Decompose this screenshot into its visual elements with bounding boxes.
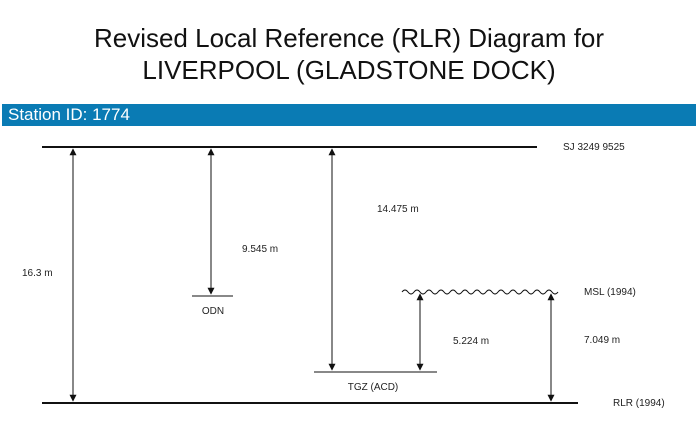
title-line-2: LIVERPOOL (GLADSTONE DOCK) bbox=[142, 55, 556, 85]
msl-above-rlr-label: 7.049 m bbox=[584, 335, 620, 346]
title-line-1: Revised Local Reference (RLR) Diagram fo… bbox=[93, 23, 605, 53]
msl-above-tgz-label: 5.224 m bbox=[453, 336, 489, 347]
tgz-depth-label: 14.475 m bbox=[377, 204, 419, 215]
diagram-title: Revised Local Reference (RLR) Diagram fo… bbox=[0, 22, 698, 86]
tgz-label: TGZ (ACD) bbox=[348, 382, 399, 393]
msl-wave-line bbox=[401, 289, 559, 295]
msl-label: MSL (1994) bbox=[584, 287, 636, 298]
odn-depth-label: 9.545 m bbox=[242, 244, 278, 255]
station-id-label: Station ID: 1774 bbox=[8, 105, 130, 124]
odn-label: ODN bbox=[202, 306, 224, 317]
station-banner: Station ID: 1774 bbox=[2, 104, 696, 126]
top-ref-label: SJ 3249 9525 bbox=[563, 142, 625, 153]
rlr-label: RLR (1994) bbox=[613, 398, 665, 409]
total-height-label: 16.3 m bbox=[22, 268, 53, 279]
